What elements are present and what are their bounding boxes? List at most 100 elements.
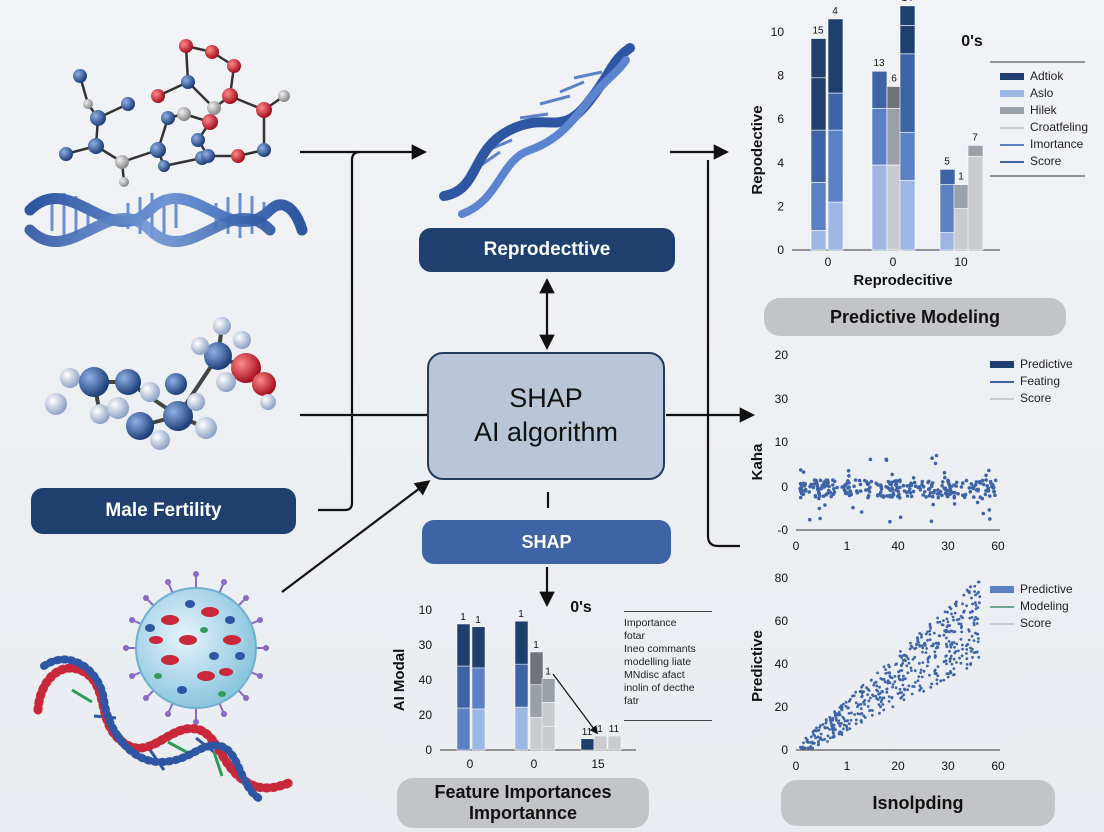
scatter-point — [972, 639, 976, 642]
scatter-point — [912, 480, 917, 485]
scatter-point — [969, 482, 974, 486]
scatter-point — [803, 482, 807, 486]
scatter-point — [972, 651, 976, 654]
scatter-point — [921, 493, 925, 497]
scatter-point — [849, 492, 853, 497]
scatter-point — [949, 654, 953, 658]
y-tick-label: 0 — [425, 743, 432, 757]
scatter-point — [952, 673, 956, 676]
scatter-point — [967, 628, 971, 631]
scatter-point — [891, 705, 895, 709]
scatter-point — [817, 741, 820, 744]
scatter-point — [946, 479, 950, 484]
scatter-point — [845, 491, 849, 495]
scatter-point — [968, 611, 972, 614]
scatter-point — [967, 638, 971, 642]
scatter-point — [968, 490, 973, 494]
scatter-point — [832, 731, 835, 735]
scatter-point — [904, 490, 909, 495]
scatter-point — [896, 489, 901, 494]
scatter-point — [884, 680, 887, 684]
bar-segment — [939, 169, 956, 185]
bar-segment — [456, 707, 471, 751]
scatter-point — [854, 718, 858, 722]
scatter-point — [938, 620, 942, 624]
scatter-point — [930, 481, 935, 485]
scatter-point — [863, 699, 867, 702]
scatter-point — [911, 476, 916, 480]
scatter-point — [946, 610, 949, 614]
scatter-point — [821, 723, 825, 726]
scatter-point — [825, 491, 830, 496]
scatter-point — [926, 658, 930, 661]
scatter-point — [898, 687, 902, 691]
scatter-point — [875, 697, 879, 700]
scatter-point — [902, 693, 906, 697]
scatter-point — [940, 493, 944, 498]
scatter-point — [881, 696, 885, 700]
scatter-point — [898, 478, 902, 483]
scatter-point — [863, 702, 866, 706]
bar-data-label: 14 — [901, 0, 913, 4]
legend-label: Modeling — [1020, 599, 1069, 613]
y-tick-label: 4 — [777, 156, 784, 170]
scatter-point — [821, 494, 826, 499]
x-tick-label: 60 — [991, 759, 1005, 773]
scatter-point — [897, 670, 900, 674]
scatter-point — [974, 601, 977, 605]
scatter-point — [832, 723, 836, 727]
legend-label: Score — [1020, 391, 1052, 405]
scatter-point — [975, 632, 979, 636]
scatter-point — [866, 494, 871, 498]
scatter-point — [897, 492, 901, 497]
scatter-point — [818, 493, 822, 498]
scatter-point — [928, 633, 932, 636]
scatter-point — [924, 495, 928, 499]
scatter-point — [840, 731, 844, 734]
scatter-point — [845, 728, 849, 732]
x-tick-label: 1 — [844, 539, 851, 553]
scatter-point — [964, 478, 969, 483]
scatter-point — [821, 483, 826, 488]
scatter-point — [902, 674, 905, 678]
scatter-point — [876, 483, 880, 487]
scatter-point — [891, 685, 894, 689]
scatter-point — [867, 699, 871, 703]
scatter-point — [949, 645, 953, 649]
scatter-point — [828, 736, 832, 740]
bar-segment — [471, 667, 486, 710]
scatter-point — [970, 634, 974, 638]
scatter-point — [854, 701, 858, 705]
scatter-point — [932, 631, 936, 635]
scatter-point — [907, 684, 911, 688]
scatter-point — [819, 486, 824, 491]
scatter-point — [869, 479, 874, 484]
scatter-point — [972, 495, 976, 499]
scatter-point — [866, 481, 871, 486]
scatter-point — [972, 621, 976, 625]
scatter-point — [974, 603, 978, 607]
scatter-point — [975, 622, 979, 625]
y-tick-label: 80 — [775, 571, 789, 585]
scatter-point — [897, 675, 900, 678]
scatter-point — [956, 492, 960, 496]
bar-segment — [899, 131, 916, 181]
virus-icon — [123, 571, 269, 725]
scatter-point — [949, 491, 953, 496]
scatter-point — [847, 712, 851, 715]
scatter-point — [826, 740, 829, 743]
scatter-point — [965, 648, 969, 651]
scatter-point — [838, 706, 842, 709]
bar-segment — [514, 620, 529, 665]
scatter-point — [952, 618, 955, 622]
scatter-point — [856, 712, 860, 716]
scatter-point — [848, 727, 852, 730]
scatter-point — [957, 617, 961, 621]
scatter-point — [822, 480, 826, 484]
scatter-point — [940, 480, 945, 484]
scatter-point — [881, 690, 884, 694]
scatter-point — [908, 647, 912, 651]
scatter-point — [951, 615, 955, 619]
